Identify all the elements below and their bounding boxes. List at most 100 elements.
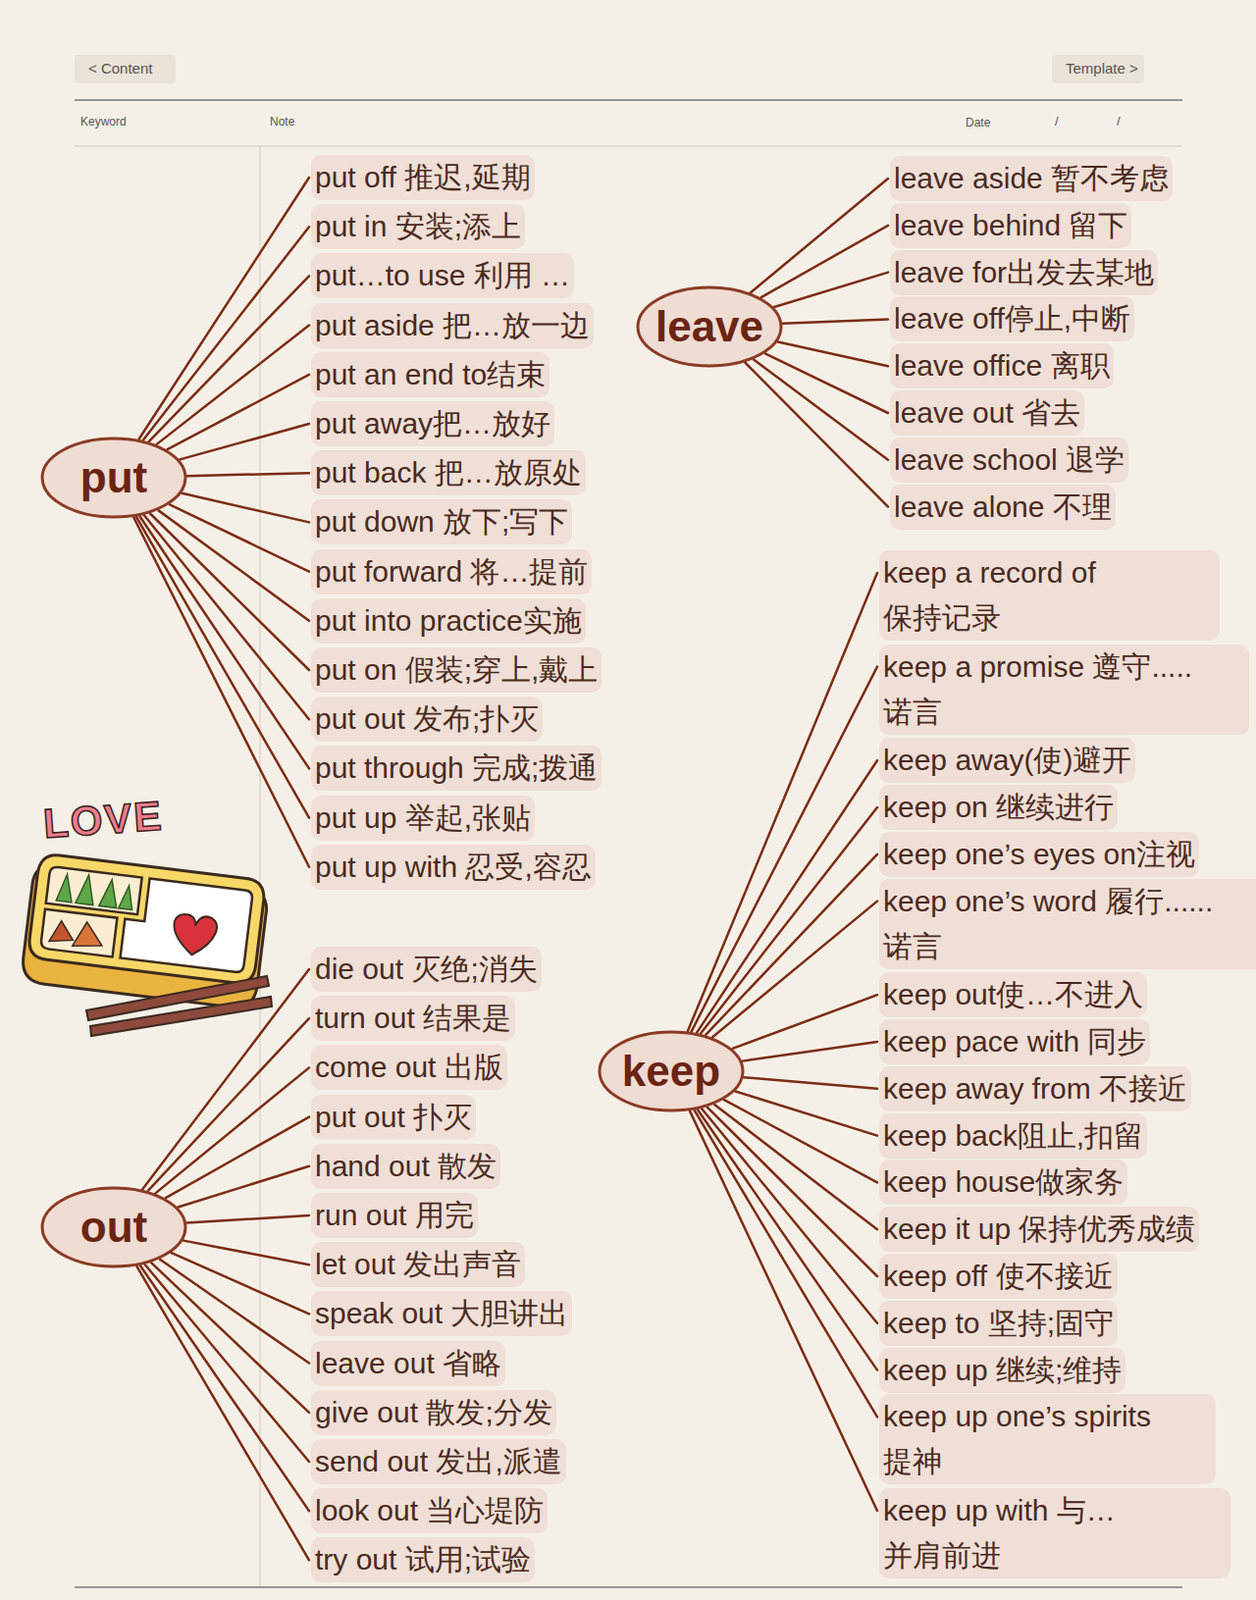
phrase-item: look out 当心堤防 (311, 1488, 548, 1534)
header-label: Note (269, 114, 295, 129)
phrase-item: put out 扑灭 (311, 1095, 476, 1141)
rule-line (74, 99, 1183, 102)
phrase-text: keep up one’s spirits 提神 (883, 1394, 1212, 1485)
branch-line (171, 1253, 310, 1314)
phrase-item: hand out 散发 (311, 1144, 501, 1190)
phrase-item: die out 灭绝;消失 (311, 946, 542, 993)
phrase-item: put up with 忍受,容忍 (311, 844, 596, 890)
phrase-item: keep it up 保持优秀成绩 (879, 1206, 1200, 1253)
phrase-text: leave behind 留下 (893, 203, 1128, 249)
phrase-text: keep it up 保持优秀成绩 (883, 1206, 1196, 1253)
hub-ellipse: leave (635, 285, 784, 368)
phrase-item: leave alone 不理 (889, 484, 1116, 530)
nav-button (1051, 54, 1145, 84)
phrase-item: keep out使…不进入 (879, 972, 1148, 1018)
phrase-item: keep off 使不接近 (879, 1254, 1118, 1300)
phrase-text: come out 出版 (314, 1045, 504, 1091)
branch-line (165, 1117, 310, 1200)
phrase-item: put through 完成;拨通 (311, 745, 602, 791)
phrase-item: keep one’s eyes on注视 (879, 832, 1200, 878)
branch-line (148, 1018, 310, 1192)
phrase-item: leave out 省去 (889, 390, 1085, 436)
branch-line (761, 225, 889, 298)
phrase-text: leave school 退学 (893, 437, 1125, 483)
branch-line (158, 510, 310, 621)
phrase-item: send out 发出,派遣 (311, 1439, 567, 1485)
branch-line (183, 1241, 310, 1266)
branch-line (774, 272, 889, 308)
phrase-item: let out 发出声音 (311, 1242, 525, 1288)
phrase-text: keep one’s eyes on注视 (883, 832, 1196, 878)
branch-line (701, 1108, 878, 1324)
sticker-word: LOVE (41, 792, 164, 848)
phrase-item: keep one’s word 履行......诺言 (879, 879, 1256, 970)
phrase-text: turn out 结果是 (314, 995, 512, 1042)
branch-line (750, 178, 889, 293)
phrase-text: put away把…放好 (314, 401, 551, 447)
branch-line (139, 177, 310, 440)
phrase-item: put away把…放好 (311, 401, 555, 447)
branch-line (150, 514, 310, 671)
phrase-item: try out 试用;试验 (311, 1537, 535, 1583)
phrase-text: hand out 散发 (314, 1144, 497, 1190)
branch-line (732, 994, 878, 1049)
header-label: Keyword (80, 114, 127, 129)
phrase-item: come out 出版 (311, 1045, 508, 1091)
branch-line (753, 360, 889, 461)
phrase-text: keep away from 不接近 (883, 1066, 1188, 1112)
branch-line (714, 1104, 878, 1230)
phrase-item: leave office 离职 (889, 343, 1114, 389)
branch-line (712, 901, 878, 1039)
phrase-text: put on 假装;穿上,戴上 (314, 647, 598, 693)
phrase-item: keep pace with 同步 (879, 1019, 1151, 1065)
phrase-text: let out 发出声音 (314, 1242, 522, 1288)
nav-label: Template > (1065, 59, 1139, 77)
chopsticks (86, 976, 272, 1037)
phrase-text: put out 发布;扑灭 (314, 696, 539, 742)
branch-line (696, 760, 878, 1033)
phrase-text: put out 扑灭 (314, 1095, 472, 1141)
phrase-text: keep a promise 遵守.....诺言 (883, 644, 1246, 735)
phrase-text: die out 灭绝;消失 (314, 946, 538, 993)
branch-line (144, 515, 310, 720)
branch-line (743, 1077, 878, 1090)
phrase-item: put out 发布;扑灭 (311, 696, 543, 742)
phrase-text: keep up with 与…并肩前进 (883, 1488, 1227, 1579)
phrase-text: keep back阻止,扣留 (883, 1113, 1144, 1159)
branch-line (689, 1111, 878, 1512)
header-label: Date (965, 115, 991, 130)
phrase-text: put down 放下;写下 (314, 499, 569, 545)
branch-line (187, 1215, 310, 1224)
phrase-text: leave alone 不理 (893, 484, 1112, 530)
branch-line (167, 374, 310, 450)
branch-line (177, 1166, 310, 1208)
phrase-text: keep out使…不进入 (883, 972, 1144, 1018)
branch-line (143, 226, 310, 440)
phrase-item: put in 安装;添上 (311, 204, 525, 250)
phrase-text: keep a record of 保持记录 (883, 550, 1216, 641)
phrase-text: put aside 把…放一边 (314, 303, 590, 349)
phrase-text: put forward 将…提前 (314, 549, 588, 595)
hub-word: keep (622, 1046, 721, 1097)
phrase-text: try out 试用;试验 (314, 1537, 531, 1583)
branch-line (700, 807, 878, 1035)
phrase-text: look out 当心堤防 (314, 1488, 544, 1534)
phrase-text: speak out 大胆讲出 (314, 1291, 569, 1337)
phrase-text: put up 举起,张贴 (314, 795, 531, 841)
phrase-item: keep back阻止,扣留 (879, 1113, 1148, 1159)
branch-line (783, 318, 889, 323)
phrase-text: leave aside 暂不考虑 (893, 156, 1169, 202)
phrase-text: keep up 继续;维持 (883, 1348, 1122, 1394)
phrase-text: put up with 忍受,容忍 (314, 844, 592, 890)
phrase-item: speak out 大胆讲出 (311, 1291, 573, 1337)
phrase-item: keep up 继续;维持 (879, 1348, 1126, 1394)
phrase-item: give out 散发;分发 (311, 1390, 557, 1436)
phrase-text: put in 安装;添上 (314, 204, 522, 250)
phrase-item: leave behind 留下 (889, 203, 1132, 249)
nav-label: < Content (88, 59, 153, 77)
branch-line (694, 1110, 878, 1418)
phrase-text: put…to use 利用 … (314, 253, 571, 299)
phrase-item: keep a promise 遵守.....诺言 (879, 644, 1250, 735)
phrase-item: leave off停止,中断 (889, 296, 1135, 342)
